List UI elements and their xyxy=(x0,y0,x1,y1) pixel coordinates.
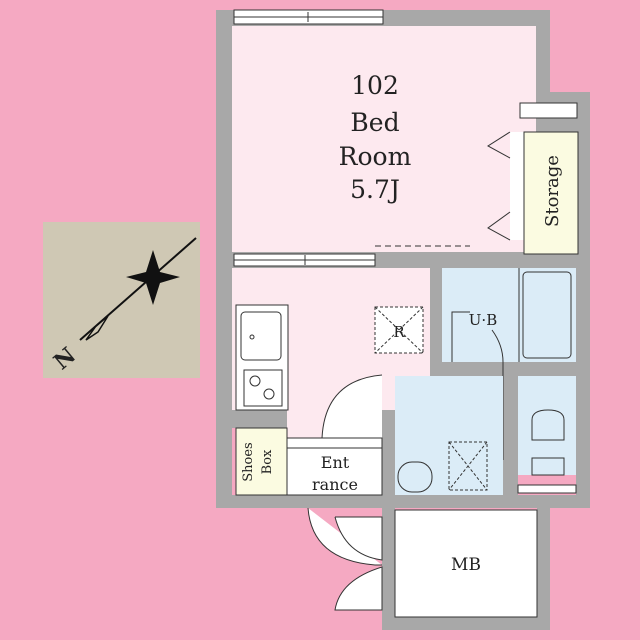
meter-box xyxy=(394,509,538,618)
bathtub-icon xyxy=(522,271,572,359)
storage-door-track xyxy=(510,132,524,240)
compass: N xyxy=(43,222,200,378)
bath-door-arc xyxy=(491,329,504,460)
sink-icon xyxy=(240,311,282,361)
toilet-shelf xyxy=(517,484,577,494)
compass-panel xyxy=(43,222,200,378)
north-arrow-icon xyxy=(85,315,109,341)
unit-number: 102 xyxy=(351,71,399,100)
washbasin-icon xyxy=(397,461,433,493)
entrance-door-arc xyxy=(321,374,383,439)
washer-space xyxy=(448,441,488,491)
toilet-icon xyxy=(531,409,565,441)
meter-box-label: MB xyxy=(451,555,481,575)
storage-room xyxy=(523,131,579,255)
bedroom-label-line1: Bed xyxy=(350,108,399,137)
shoes-box-label-line1: Shoes xyxy=(241,442,256,481)
storage-door-icon xyxy=(487,131,511,159)
storage-label: Storage xyxy=(542,155,563,227)
storage-shelf xyxy=(519,102,578,119)
storage-door-icon xyxy=(487,211,511,241)
shoes-box-label-line2: Box xyxy=(260,449,275,474)
entrance-label-line1: Ent xyxy=(321,453,350,472)
bedroom-label-line2: Room xyxy=(339,142,412,171)
refrigerator-label: R xyxy=(393,323,405,341)
bedroom-size: 5.7J xyxy=(350,175,400,204)
entrance-label-line2: rance xyxy=(312,475,358,494)
bedroom-floor xyxy=(232,26,536,252)
compass-star-icon xyxy=(126,250,180,305)
unit-bath-label: U·B xyxy=(469,311,497,329)
mb-door-arc xyxy=(334,566,383,611)
stove-icon xyxy=(243,369,283,407)
shoes-box xyxy=(235,427,288,496)
